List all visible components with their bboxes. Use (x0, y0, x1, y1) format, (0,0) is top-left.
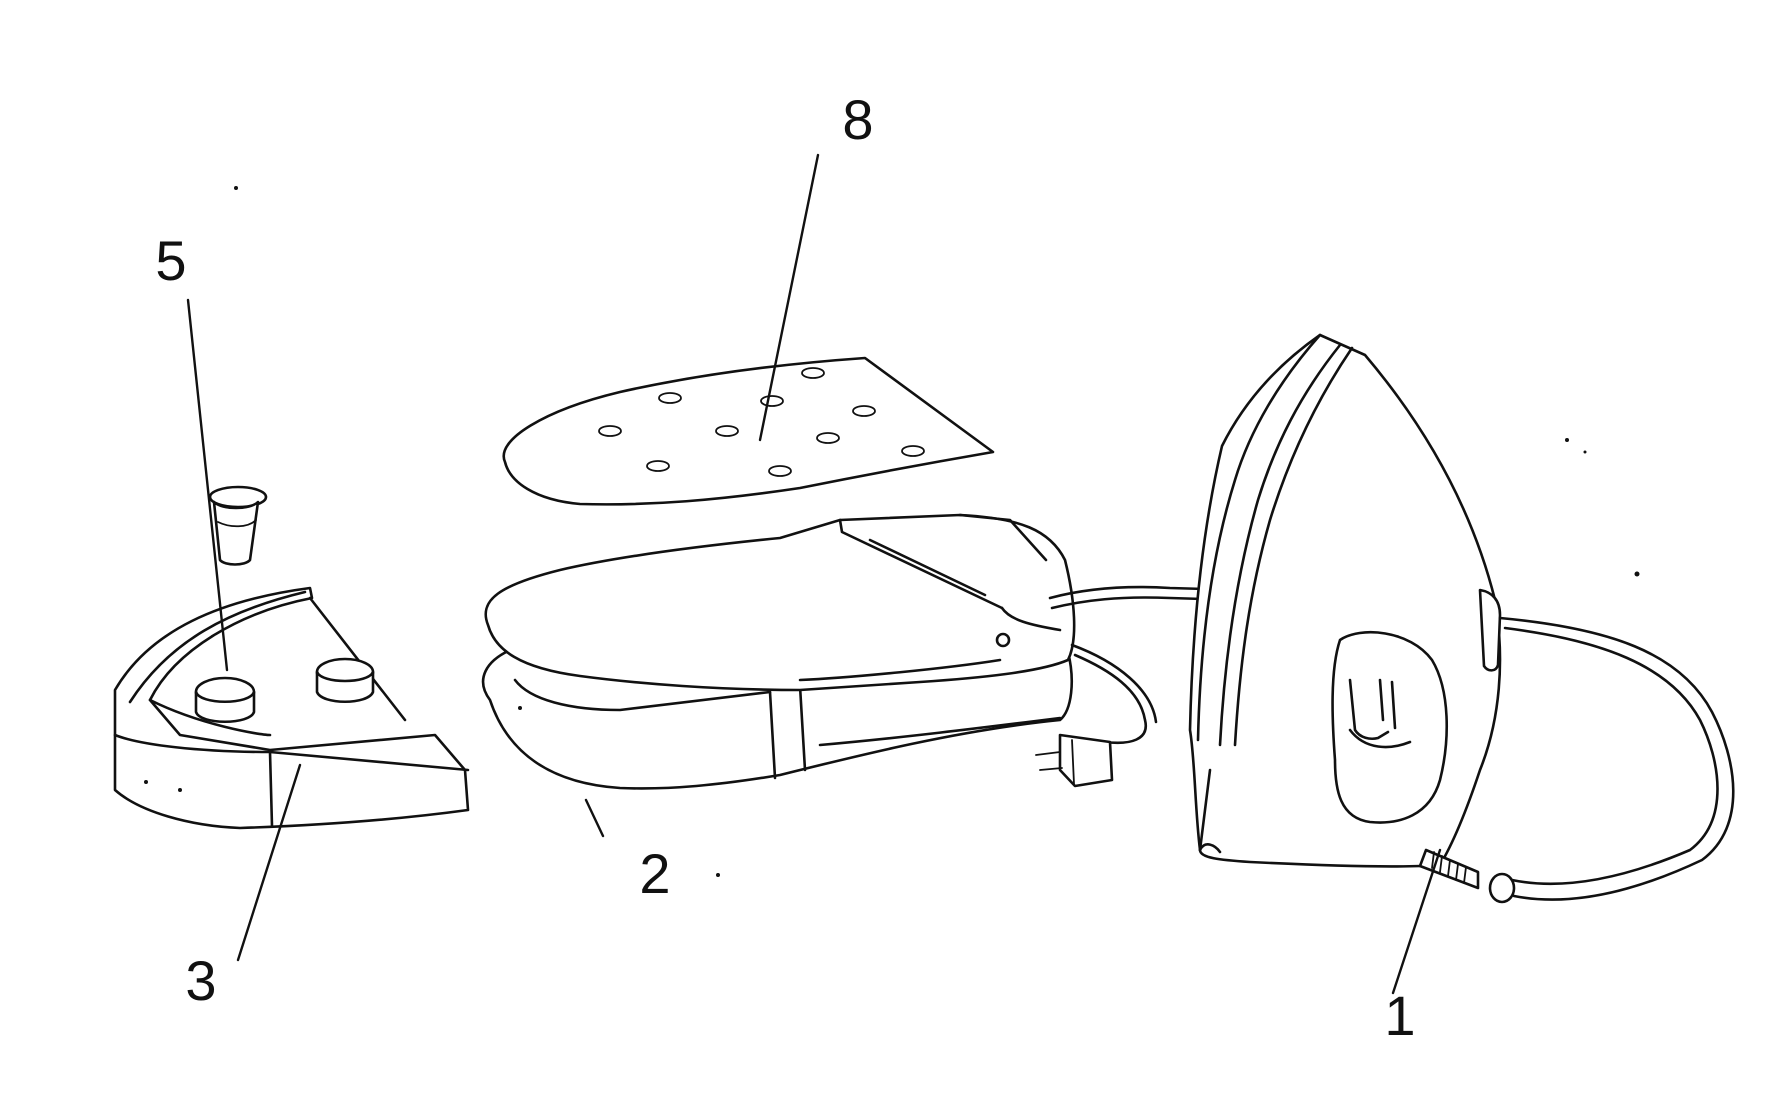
part-8-soleplate (502, 356, 995, 506)
leader-3 (236, 763, 302, 962)
part-3-base (113, 586, 470, 830)
scan-specks (234, 186, 1640, 877)
callout-5: 5 (155, 229, 186, 292)
callout-3: 3 (185, 949, 216, 1012)
leader-8 (758, 153, 820, 442)
soleplate-holes (598, 367, 925, 477)
part-1-iron (1188, 333, 1735, 904)
leader-5 (186, 298, 229, 672)
leader-lines (186, 153, 1442, 995)
part-5-cup (208, 485, 268, 566)
part-2-case (481, 513, 1242, 790)
leader-1 (1391, 848, 1442, 995)
callout-2: 2 (639, 842, 670, 905)
callout-1: 1 (1384, 984, 1415, 1047)
callout-8: 8 (842, 88, 873, 151)
leader-2 (584, 798, 605, 838)
